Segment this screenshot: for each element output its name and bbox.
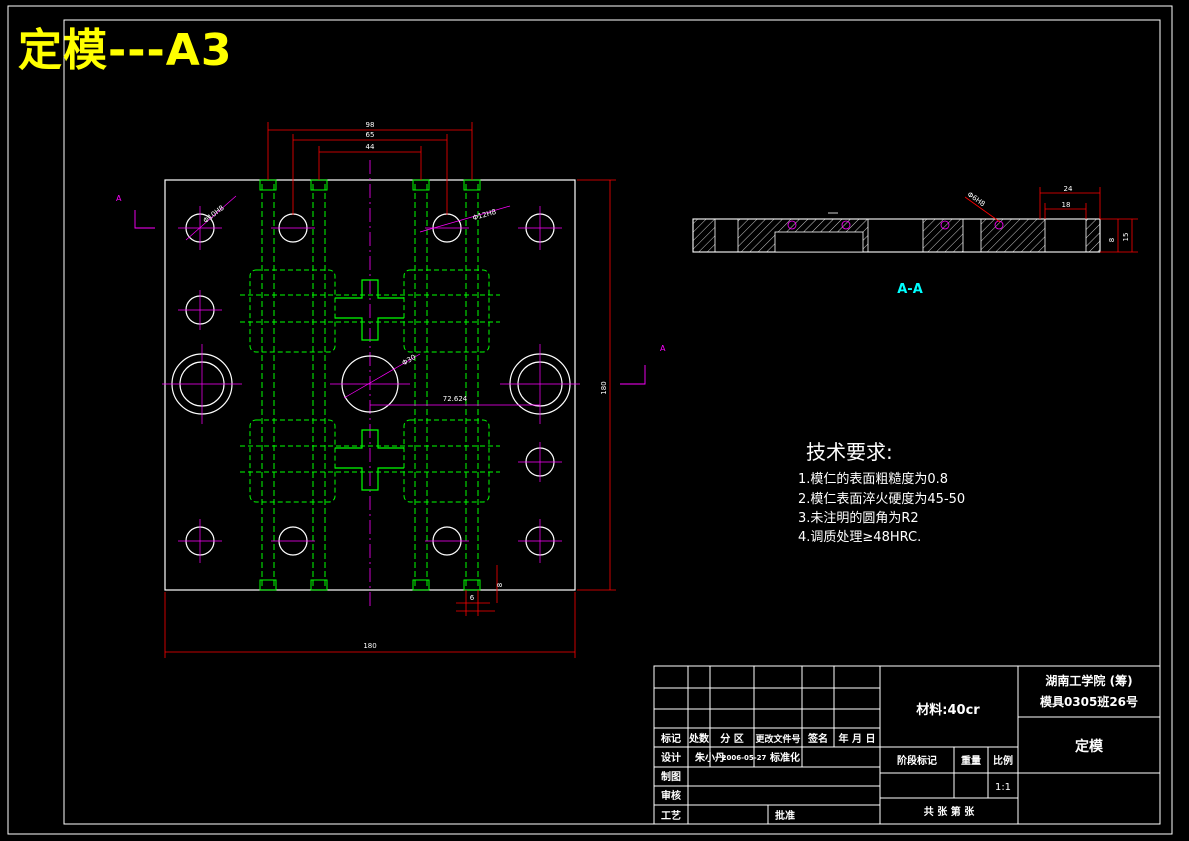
tb-standard: 标准化 <box>769 751 800 764</box>
outer-frame <box>7 5 1173 835</box>
tb-drawing: 制图 <box>661 770 681 783</box>
dim-98: 98 <box>366 121 375 129</box>
tech-item-3: 3.未注明的圆角为R2 <box>798 510 919 526</box>
tb-design-date: 2006-05-27 <box>722 754 767 762</box>
tech-item-2: 2.模仁表面淬火硬度为45-50 <box>798 491 965 507</box>
tb-hdr-sign: 签名 <box>807 732 828 745</box>
tb-school: 湖南工学院 (筹) <box>1045 673 1132 688</box>
tb-part-name: 定模 <box>1075 738 1104 755</box>
dim-small-6: 6 <box>470 594 475 602</box>
tb-hdr-docno: 更改文件号 <box>755 733 800 745</box>
dim-44: 44 <box>366 143 375 151</box>
dim-dia-left: Φ10H8 <box>202 204 226 225</box>
section-mark-left: A <box>116 194 122 203</box>
tb-weight: 重量 <box>961 754 981 767</box>
tb-design: 设计 <box>661 751 681 764</box>
inner-frame <box>63 19 1161 825</box>
tech-item-1: 1.模仁的表面粗糙度为0.8 <box>798 471 948 487</box>
tech-item-4: 4.调质处理≥48HRC. <box>798 530 921 545</box>
plan-view: 98 65 44 180 180 72.624 Φ10H8 Φ12H8 Φ30 … <box>116 121 666 658</box>
dim-width: 180 <box>363 642 376 650</box>
tb-scale: 比例 <box>993 754 1013 767</box>
sec-dim-8: 8 <box>1108 238 1116 242</box>
dim-small-8: 8 <box>496 583 504 587</box>
section-label: A-A <box>897 282 923 297</box>
dim-dia-right: Φ12H8 <box>472 208 497 222</box>
sec-dim-15: 15 <box>1122 233 1130 242</box>
tb-hdr-zone: 分 区 <box>720 732 743 745</box>
title-block <box>653 665 1161 825</box>
holes <box>171 213 571 556</box>
tb-material: 材料:40cr <box>916 702 980 718</box>
dim-72: 72.624 <box>443 395 468 403</box>
cavities <box>240 269 500 503</box>
tb-hdr-date: 年 月 日 <box>839 732 876 745</box>
dim-height: 180 <box>600 381 608 394</box>
sheet-title: 定模---A3 <box>18 25 233 76</box>
section-view: 24 18 8 15 Φ6H8 A-A <box>692 185 1138 297</box>
tb-designer: 朱小丹 <box>695 751 725 764</box>
tb-scale-val: 1:1 <box>995 782 1011 793</box>
tb-approve: 批准 <box>775 809 795 822</box>
tb-process: 工艺 <box>661 809 681 822</box>
tb-review: 审核 <box>661 789 681 802</box>
section-mark-right: A <box>660 344 666 353</box>
tb-sheets: 共 张 第 张 <box>924 805 975 818</box>
dim-65: 65 <box>366 131 375 139</box>
tb-hdr-count: 处数 <box>688 732 710 745</box>
sec-dim-24: 24 <box>1064 185 1073 193</box>
tech-requirements: 技术要求: 1.模仁的表面粗糙度为0.8 2.模仁表面淬火硬度为45-50 3.… <box>798 440 965 545</box>
tb-class: 模具0305班26号 <box>1040 694 1138 709</box>
tb-stage: 阶段标记 <box>897 754 937 767</box>
tb-hdr-mark: 标记 <box>660 732 681 745</box>
tech-heading: 技术要求: <box>806 440 893 464</box>
sec-dim-18: 18 <box>1062 201 1071 209</box>
